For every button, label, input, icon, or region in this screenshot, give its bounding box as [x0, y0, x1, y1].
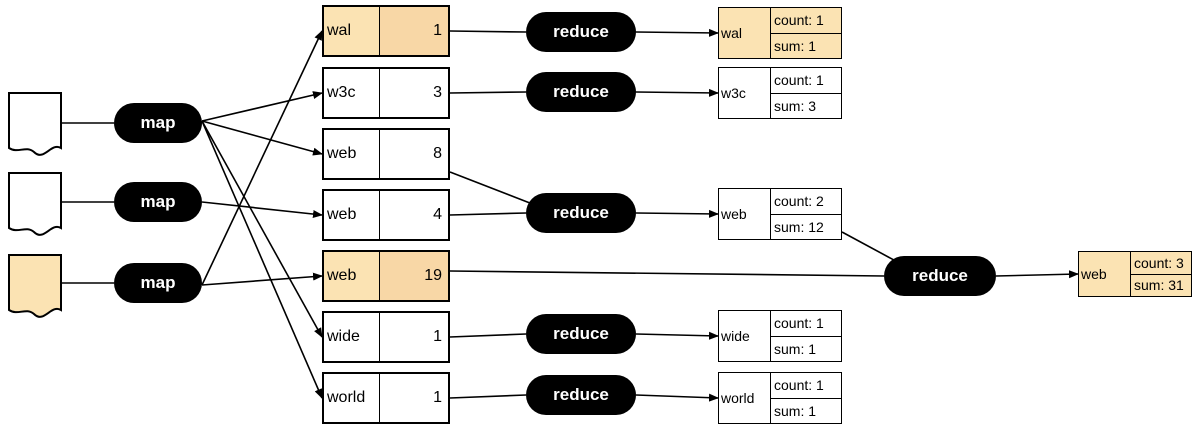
result-sum: sum: 12: [771, 213, 841, 240]
map-label: map: [140, 113, 176, 132]
key-value-pair: web 19: [322, 250, 450, 302]
reduce-result: web count: 2 sum: 12: [718, 188, 842, 240]
key-value-pair: web 4: [322, 189, 450, 241]
edge-arrow: [201, 120, 323, 399]
edge-line: [449, 333, 527, 338]
final-reduce-node: reduce: [884, 256, 996, 296]
edge-arrow: [635, 28, 719, 37]
edge-arrow: [201, 91, 323, 122]
pair-key: web: [324, 252, 380, 300]
reduce-node: reduce: [526, 193, 636, 233]
result-count: count: 1: [774, 315, 824, 332]
key-value-pair: w3c 3: [322, 67, 450, 119]
edge-line: [449, 30, 527, 33]
document-icon: [8, 92, 62, 156]
result-sum: sum: 3: [771, 92, 841, 119]
reduce-node: reduce: [526, 12, 636, 52]
result-key: w3c: [719, 68, 771, 118]
edge-line: [449, 270, 885, 277]
result-key: web: [719, 189, 771, 239]
edge-line: [449, 212, 527, 216]
map-label: map: [140, 273, 176, 292]
result-count: count: 1: [774, 72, 824, 89]
key-value-pair: world 1: [322, 372, 450, 424]
edge-arrow: [201, 201, 323, 219]
edge-arrow: [635, 209, 719, 218]
edge-arrow: [635, 88, 719, 97]
result-sum: sum: 1: [771, 32, 841, 59]
pair-value: 1: [433, 389, 442, 406]
edge-arrow: [995, 270, 1079, 279]
reduce-label: reduce: [553, 385, 609, 404]
map-node: map: [114, 182, 202, 222]
reduce-label: reduce: [553, 22, 609, 41]
pair-value: 19: [380, 252, 448, 300]
pair-key: wal: [324, 7, 380, 55]
map-node: map: [114, 103, 202, 143]
document-icon: [8, 172, 62, 236]
edge-line: [449, 171, 536, 206]
pair-key: web: [324, 191, 380, 239]
final-result: web count: 3 sum: 31: [1078, 251, 1192, 297]
map-label: map: [140, 192, 176, 211]
key-value-pair: wal 1: [322, 5, 450, 57]
result-sum: sum: 1: [771, 335, 841, 362]
pair-key: wide: [324, 313, 380, 361]
result-key: wide: [719, 311, 771, 361]
reduce-node: reduce: [526, 314, 636, 354]
reduce-result: wal count: 1 sum: 1: [718, 7, 842, 59]
reduce-label: reduce: [553, 82, 609, 101]
reduce-node: reduce: [526, 72, 636, 112]
result-count: count: 1: [774, 377, 824, 394]
result-count: count: 2: [774, 193, 824, 210]
key-value-pair: wide 1: [322, 311, 450, 363]
pair-value: 8: [433, 145, 442, 162]
reduce-node: reduce: [526, 375, 636, 415]
result-key: web: [1079, 252, 1131, 296]
edge-arrow: [201, 120, 323, 156]
result-key: wal: [719, 8, 771, 58]
edge-arrow: [635, 331, 719, 340]
reduce-label: reduce: [912, 266, 968, 285]
edge-line: [449, 394, 527, 399]
pair-value: 1: [380, 7, 448, 55]
result-key: world: [719, 373, 771, 423]
reduce-result: wide count: 1 sum: 1: [718, 310, 842, 362]
pair-key: w3c: [324, 69, 380, 117]
document-icon: [8, 254, 62, 318]
reduce-result: w3c count: 1 sum: 3: [718, 67, 842, 119]
pair-key: world: [324, 374, 380, 422]
result-count: count: 1: [774, 12, 824, 29]
map-node: map: [114, 263, 202, 303]
reduce-result: world count: 1 sum: 1: [718, 372, 842, 424]
result-sum: sum: 31: [1131, 273, 1191, 297]
key-value-pair: web 8: [322, 128, 450, 180]
pair-value: 3: [433, 84, 442, 101]
reduce-label: reduce: [553, 203, 609, 222]
edge-arrow: [201, 30, 323, 286]
edge-line: [449, 91, 527, 94]
reduce-label: reduce: [553, 324, 609, 343]
result-sum: sum: 1: [771, 397, 841, 424]
pair-key: web: [324, 130, 380, 178]
edge-arrow: [201, 120, 323, 338]
pair-value: 4: [433, 206, 442, 223]
edge-arrow: [201, 272, 323, 286]
result-count: count: 3: [1134, 254, 1184, 271]
pair-value: 1: [433, 328, 442, 345]
edge-arrow: [635, 393, 719, 402]
